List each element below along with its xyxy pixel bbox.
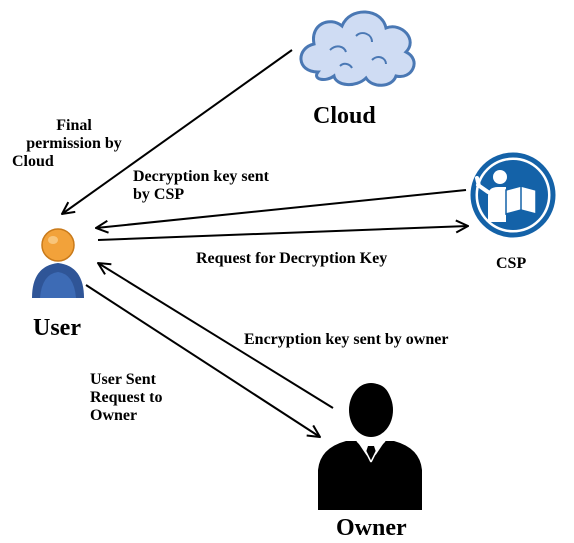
edge-user-to-csp bbox=[97, 226, 468, 241]
edge-csp-to-user bbox=[96, 189, 467, 228]
request-decryption-key-label: Request for Decryption Key bbox=[196, 250, 388, 267]
final-permission-label: Final permission by Cloud bbox=[12, 117, 122, 170]
edge-cloud-to-user bbox=[62, 49, 293, 214]
cloud-icon bbox=[299, 10, 416, 87]
cloud-label: Cloud bbox=[313, 103, 376, 129]
owner-label: Owner bbox=[336, 515, 407, 541]
edge-user-to-owner bbox=[85, 284, 320, 437]
user-icon bbox=[32, 228, 84, 298]
csp-reader-icon bbox=[470, 152, 556, 238]
user-label: User bbox=[33, 315, 81, 341]
user-sent-request-label: User Sent Request to Owner bbox=[90, 371, 163, 424]
edge-owner-to-user bbox=[98, 263, 334, 409]
encryption-key-sent-label: Encryption key sent by owner bbox=[244, 331, 449, 348]
decryption-key-sent-label: Decryption key sent by CSP bbox=[133, 168, 269, 203]
owner-businessman-icon bbox=[318, 383, 422, 510]
csp-label: CSP bbox=[496, 255, 527, 272]
